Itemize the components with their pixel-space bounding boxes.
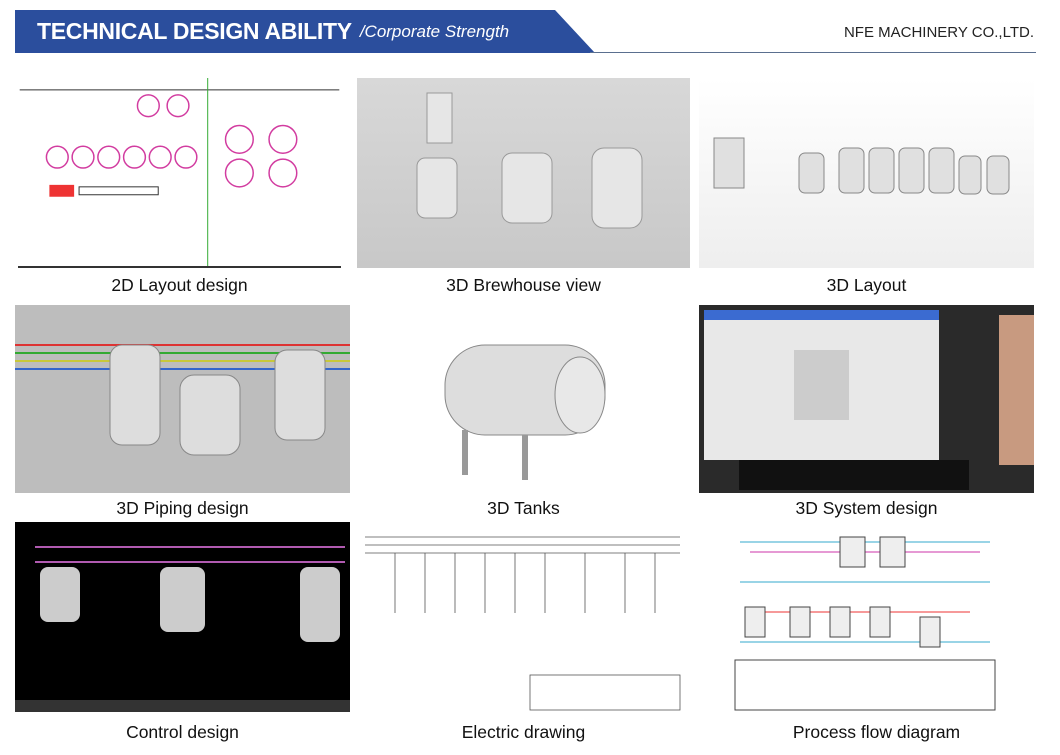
electric-drawing-image: [360, 527, 685, 712]
page-subtitle: /Corporate Strength: [359, 21, 510, 41]
title-banner: TECHNICAL DESIGN ABILITY /Corporate Stre…: [15, 10, 595, 53]
3d-system-image: [699, 305, 1034, 493]
caption-3d-tanks: 3D Tanks: [487, 498, 560, 518]
page-title: TECHNICAL DESIGN ABILITY: [37, 18, 352, 44]
3d-brewhouse-image: [357, 78, 690, 268]
caption-3d-system: 3D System design: [795, 498, 938, 518]
company-name: NFE MACHINERY CO.,LTD.: [843, 24, 1034, 41]
caption-process-flow: Process flow diagram: [792, 722, 961, 742]
caption-2d-layout: 2D Layout design: [111, 275, 248, 295]
3d-piping-image: [15, 305, 350, 493]
caption-electric-drawing: Electric drawing: [461, 722, 586, 742]
header-divider: [590, 52, 1036, 53]
control-design-image: [15, 522, 350, 712]
3d-layout-image: [699, 78, 1034, 268]
caption-control-design: Control design: [126, 722, 239, 742]
caption-3d-brewhouse: 3D Brewhouse view: [446, 275, 601, 295]
caption-3d-layout: 3D Layout: [826, 275, 907, 295]
caption-3d-piping: 3D Piping design: [116, 498, 249, 518]
3d-tanks-image: [430, 305, 630, 493]
process-flow-image: [730, 522, 1000, 712]
2d-layout-image: [18, 78, 341, 268]
